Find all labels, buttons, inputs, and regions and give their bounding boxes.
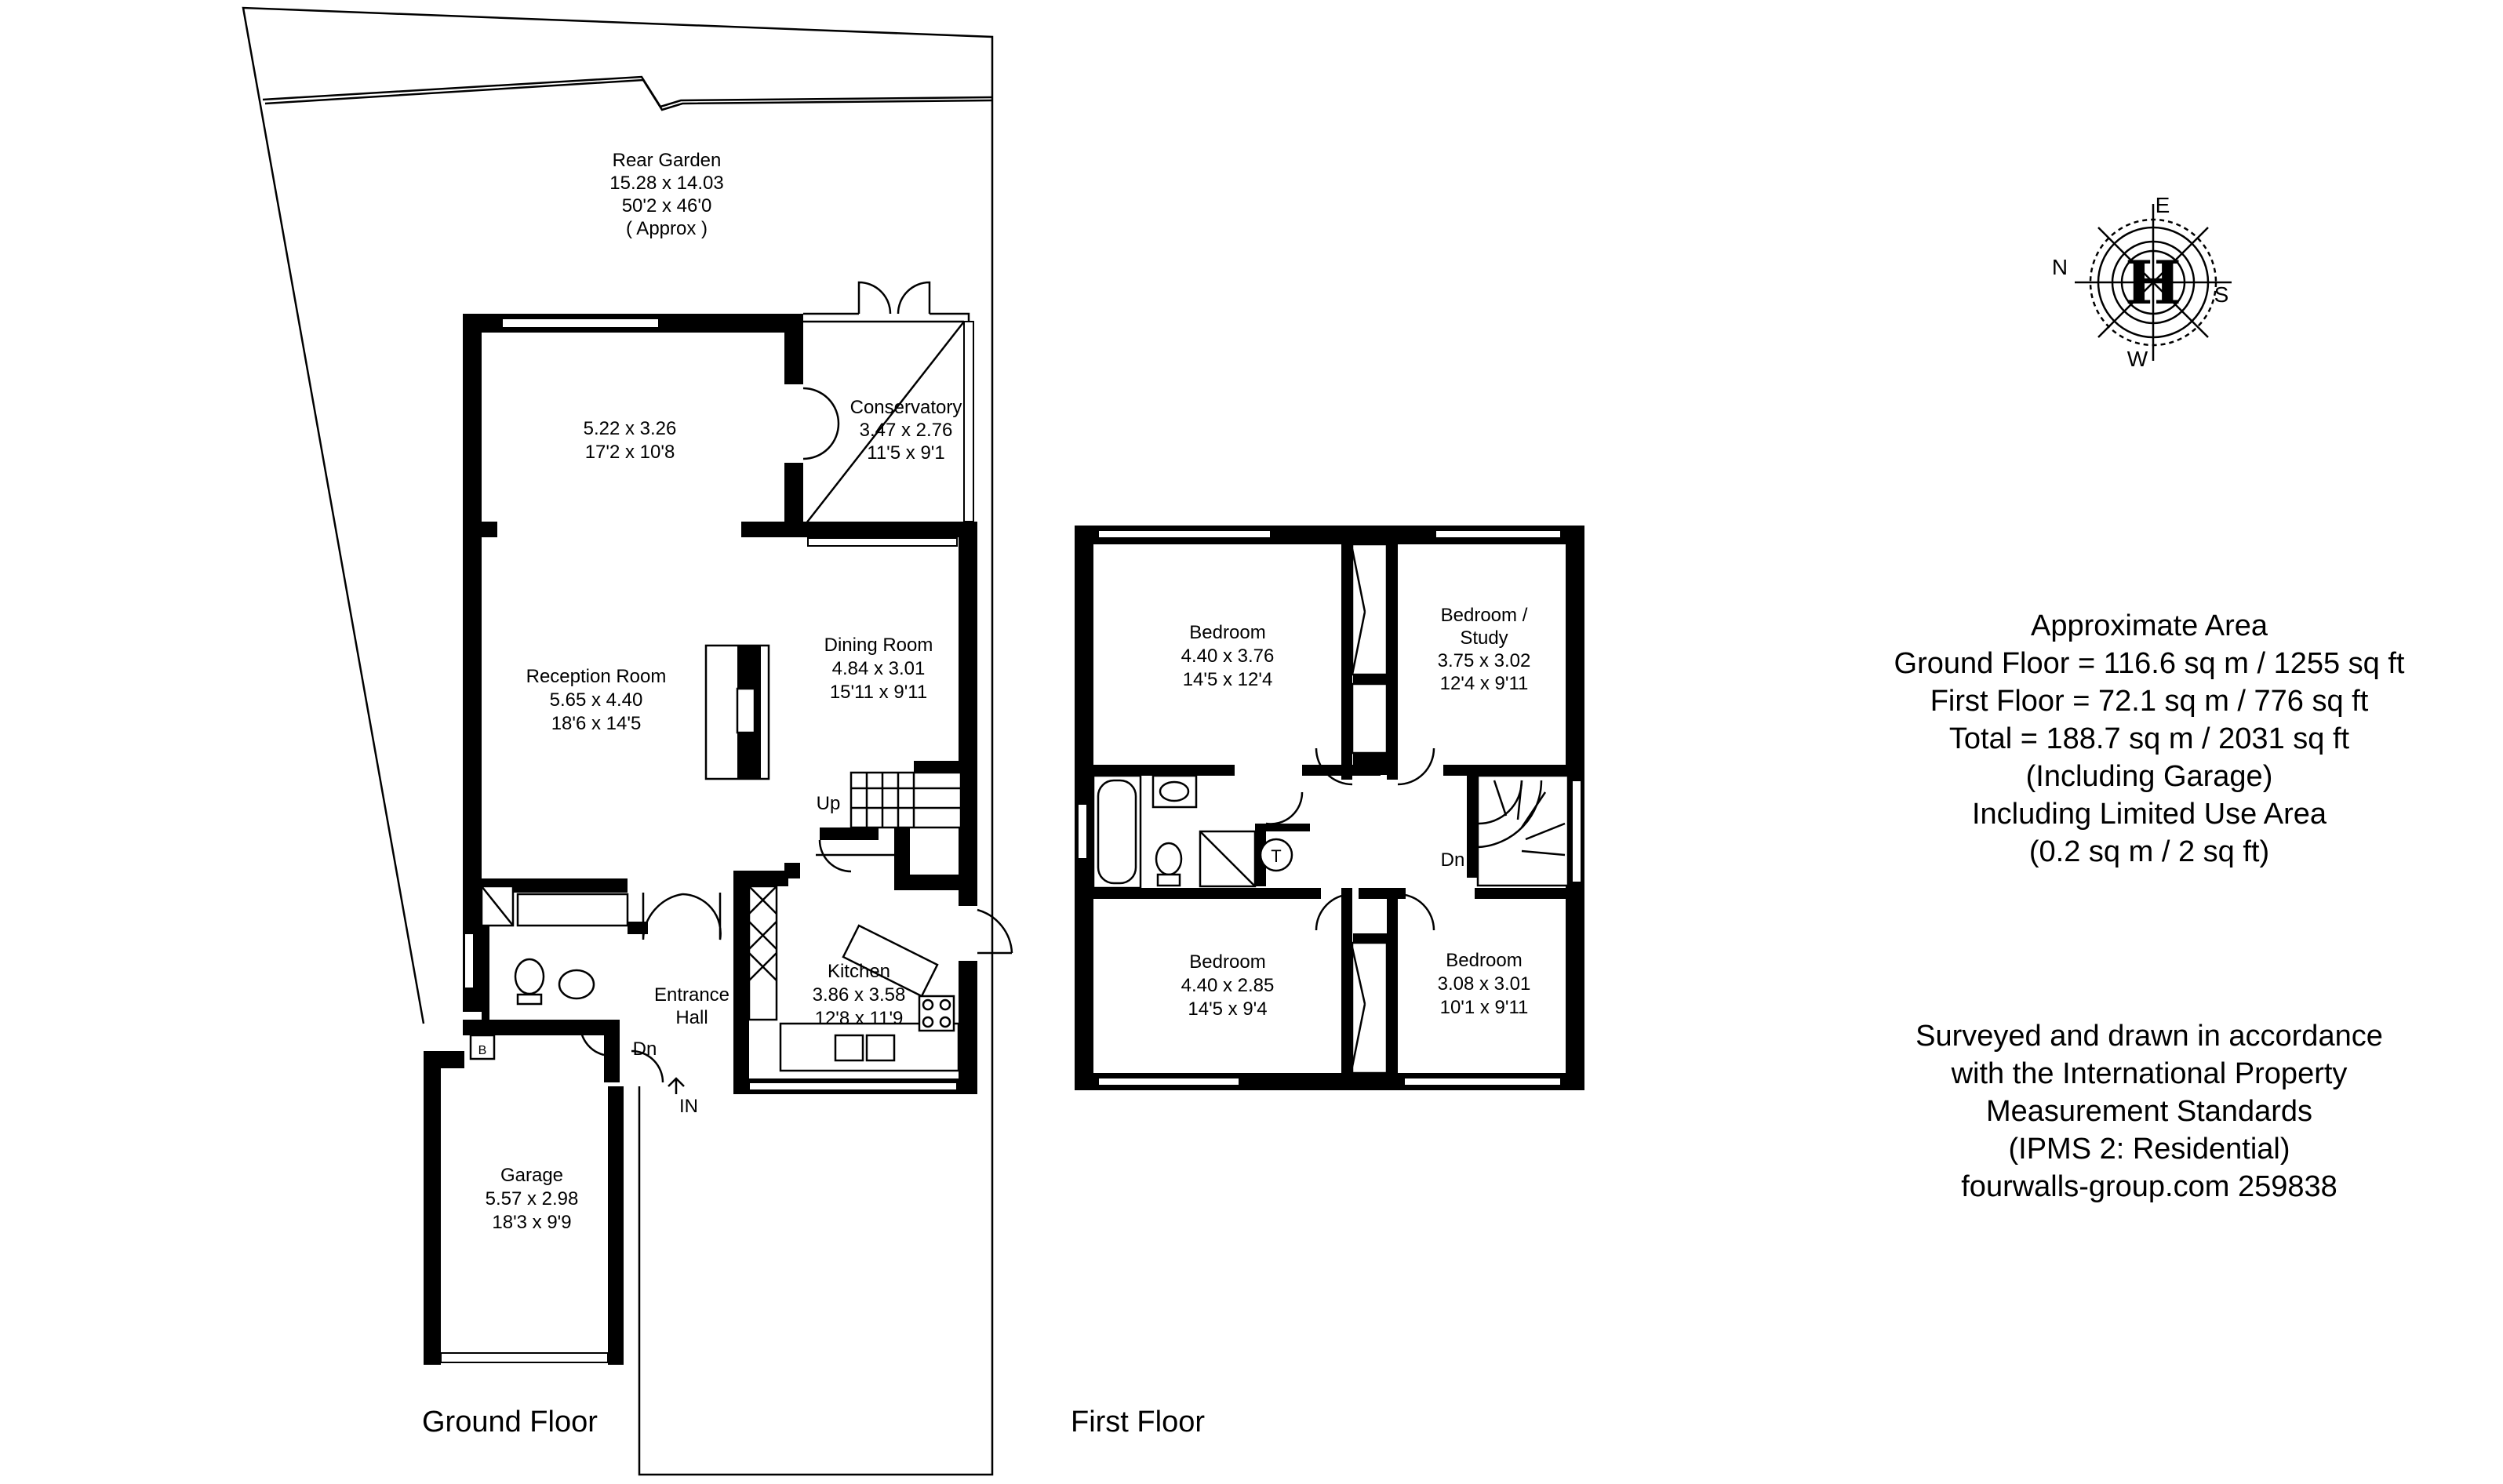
garden-boundary <box>242 6 994 1476</box>
svg-text:5.65 x 4.40: 5.65 x 4.40 <box>550 689 643 711</box>
area-ground-floor: Ground Floor = 116.6 sq m / 1255 sq ft <box>1894 647 2405 680</box>
area-total: Total = 188.7 sq m / 2031 sq ft <box>1948 722 2350 755</box>
ground-floor-title: Ground Floor <box>422 1406 598 1439</box>
svg-text:Dining Room: Dining Room <box>824 635 933 656</box>
compass-east-label: E <box>2156 193 2170 217</box>
dining-room-label: Dining Room 4.84 x 3.01 15'11 x 9'11 <box>824 635 933 703</box>
svg-text:4.40 x 2.85: 4.40 x 2.85 <box>1181 975 1275 996</box>
svg-text:3.75 x 3.02: 3.75 x 3.02 <box>1438 650 1531 671</box>
svg-text:17'2 x 10'8: 17'2 x 10'8 <box>585 442 675 463</box>
svg-text:4.40 x 3.76: 4.40 x 3.76 <box>1181 646 1275 667</box>
area-first-floor: First Floor = 72.1 sq m / 776 sq ft <box>1930 685 2369 718</box>
svg-text:3.08 x 3.01: 3.08 x 3.01 <box>1438 973 1531 995</box>
svg-text:Conservatory: Conservatory <box>850 397 962 418</box>
svg-text:18'6 x 14'5: 18'6 x 14'5 <box>551 713 642 734</box>
svg-text:Hall: Hall <box>675 1007 708 1028</box>
svg-text:14'5 x 12'4: 14'5 x 12'4 <box>1183 669 1273 690</box>
compass-rose <box>2075 204 2232 361</box>
rear-garden-label: Rear Garden 15.28 x 14.03 50'2 x 46'0 ( … <box>609 150 723 239</box>
entrance-hall-label: Entrance Hall <box>654 984 729 1028</box>
water-tank-marker: T <box>1271 846 1281 866</box>
bedroom-study-label: Bedroom / Study 3.75 x 3.02 12'4 x 9'11 <box>1438 605 1531 694</box>
svg-text:( Approx ): ( Approx ) <box>626 218 708 239</box>
entry-label: IN <box>679 1096 698 1117</box>
svg-text:15'11 x 9'11: 15'11 x 9'11 <box>830 682 927 703</box>
bedroom-1-label: Bedroom 4.40 x 3.76 14'5 x 12'4 <box>1181 622 1275 690</box>
svg-text:12'4 x 9'11: 12'4 x 9'11 <box>1440 673 1529 694</box>
first-floor-title: First Floor <box>1071 1406 1205 1439</box>
svg-text:Kitchen: Kitchen <box>828 961 890 982</box>
svg-text:5.57 x 2.98: 5.57 x 2.98 <box>486 1188 579 1209</box>
kitchen-label: Kitchen 3.86 x 3.58 12'8 x 11'9 <box>813 961 906 1029</box>
svg-text:12'8 x 11'9: 12'8 x 11'9 <box>815 1008 904 1029</box>
conservatory-label: Conservatory 3.47 x 2.76 11'5 x 9'1 <box>850 397 962 464</box>
boiler-marker: B <box>478 1044 487 1057</box>
svg-text:Reception Room: Reception Room <box>526 666 667 687</box>
bedroom-4-label: Bedroom 3.08 x 3.01 10'1 x 9'11 <box>1438 950 1531 1018</box>
area-limited-use-value: (0.2 sq m / 2 sq ft) <box>2028 835 2270 868</box>
svg-text:Entrance: Entrance <box>654 984 729 1006</box>
svg-text:15.28 x 14.03: 15.28 x 14.03 <box>609 173 723 194</box>
stairs-down-label-first: Dn <box>1441 849 1465 871</box>
survey-reference: fourwalls-group.com 259838 <box>1961 1170 2337 1203</box>
svg-text:3.86 x 3.58: 3.86 x 3.58 <box>813 984 906 1006</box>
svg-text:Bedroom /: Bedroom / <box>1441 605 1528 626</box>
svg-text:5.22 x 3.26: 5.22 x 3.26 <box>584 418 677 439</box>
svg-text:Rear Garden: Rear Garden <box>613 150 722 171</box>
area-garage-note: (Including Garage) <box>2025 760 2273 793</box>
survey-note: Surveyed and drawn in accordance with th… <box>1796 1017 2502 1206</box>
survey-line-2: with the International Property <box>1951 1057 2348 1090</box>
living-area-label: 5.22 x 3.26 17'2 x 10'8 <box>584 418 677 463</box>
svg-text:14'5 x 9'4: 14'5 x 9'4 <box>1188 998 1267 1020</box>
area-limited-use: Including Limited Use Area <box>1971 798 2327 831</box>
compass-south-label: S <box>2214 282 2229 307</box>
garage-label: Garage 5.57 x 2.98 18'3 x 9'9 <box>486 1165 579 1233</box>
svg-text:11'5 x 9'1: 11'5 x 9'1 <box>867 442 944 464</box>
ground-floor-fixtures <box>440 281 1013 1363</box>
svg-text:Bedroom: Bedroom <box>1446 950 1522 971</box>
survey-line-1: Surveyed and drawn in accordance <box>1915 1020 2383 1053</box>
area-title: Approximate Area <box>2030 609 2268 642</box>
area-summary: Approximate Area Ground Floor = 116.6 sq… <box>1796 607 2502 871</box>
compass-west-label: W <box>2127 347 2148 371</box>
survey-line-4: (IPMS 2: Residential) <box>2008 1133 2290 1166</box>
stairs-down-label-ground: Dn <box>633 1038 657 1060</box>
svg-text:18'3 x 9'9: 18'3 x 9'9 <box>492 1212 571 1233</box>
svg-text:3.47 x 2.76: 3.47 x 2.76 <box>860 420 953 441</box>
stairs-up-label: Up <box>817 793 841 814</box>
compass-logo-icon: H <box>2125 248 2181 318</box>
bedroom-3-label: Bedroom 4.40 x 2.85 14'5 x 9'4 <box>1181 951 1275 1020</box>
svg-text:Bedroom: Bedroom <box>1189 951 1265 973</box>
svg-text:50'2 x 46'0: 50'2 x 46'0 <box>622 195 712 216</box>
svg-text:Garage: Garage <box>500 1165 563 1186</box>
svg-text:Study: Study <box>1460 627 1508 649</box>
svg-text:Bedroom: Bedroom <box>1189 622 1265 643</box>
survey-line-3: Measurement Standards <box>1985 1095 2313 1128</box>
compass-north-label: N <box>2052 255 2068 279</box>
svg-text:10'1 x 9'11: 10'1 x 9'11 <box>1440 997 1529 1018</box>
reception-room-label: Reception Room 5.65 x 4.40 18'6 x 14'5 <box>526 666 667 734</box>
first-floor-fixtures <box>1077 529 1582 1086</box>
svg-text:4.84 x 3.01: 4.84 x 3.01 <box>832 658 926 679</box>
